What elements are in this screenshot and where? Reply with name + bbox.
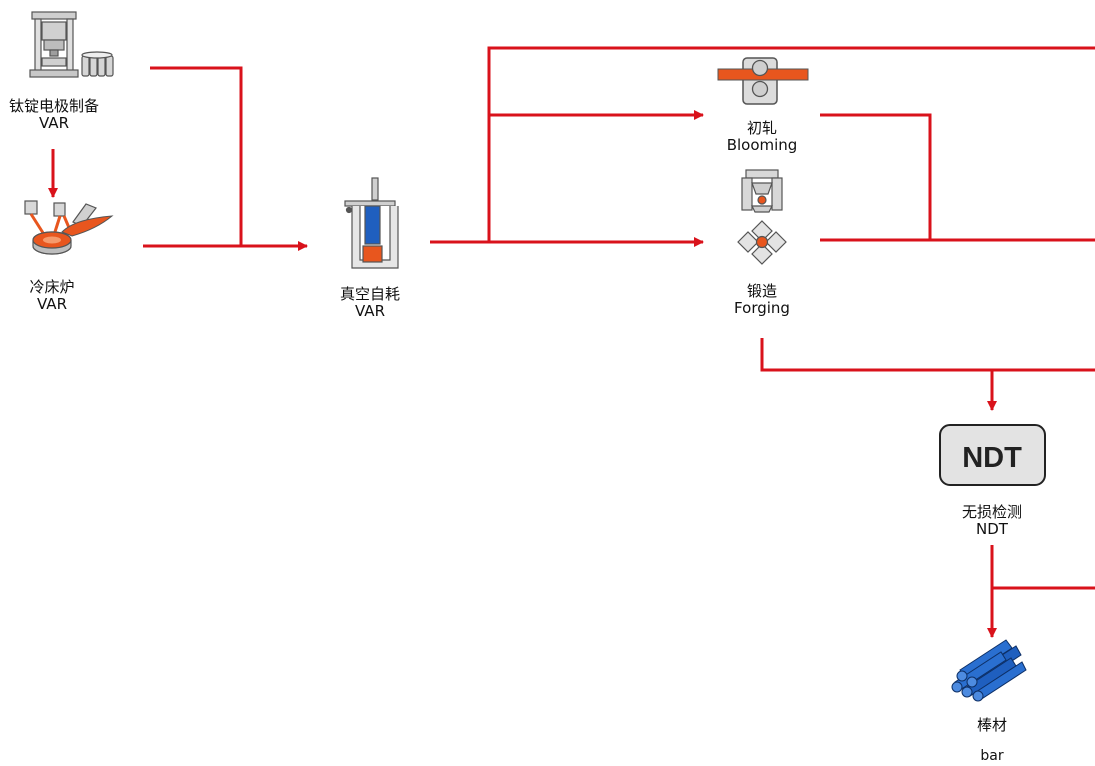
label-electrode-zh: 钛锭电极制备 xyxy=(8,97,99,115)
label-electrode-preparation: 钛锭电极制备 VAR xyxy=(4,98,104,132)
flow-line-main-trunk xyxy=(487,46,1095,242)
flow-line-electrode-bracket xyxy=(150,66,243,246)
ndt-box-label: NDT xyxy=(962,442,1022,474)
vacuum-arc-furnace-icon xyxy=(344,177,399,269)
rolling-mill-icon xyxy=(717,57,809,105)
label-vacuum-arc: 真空自耗 VAR xyxy=(330,286,410,320)
label-bar-zh: 棒材 xyxy=(976,716,1007,734)
label-electrode-en: VAR xyxy=(39,114,69,132)
ndt-box-icon: NDT xyxy=(939,424,1046,486)
label-blooming-en: Blooming xyxy=(726,136,798,154)
electrode-billets-icon xyxy=(81,51,114,77)
label-var-zh: 真空自耗 xyxy=(339,285,400,303)
label-bar-en: bar xyxy=(980,748,1004,764)
label-blooming: 初轧 Blooming xyxy=(712,120,812,154)
label-bar: 棒材 bar xyxy=(942,716,1042,766)
label-var-en: VAR xyxy=(355,302,385,320)
label-cold-hearth-en: VAR xyxy=(37,295,67,313)
forging-press-icon xyxy=(737,169,787,265)
label-forging: 锻造 Forging xyxy=(712,283,812,317)
cold-hearth-furnace-icon xyxy=(24,200,114,255)
flow-lines xyxy=(48,46,1095,638)
label-forging-en: Forging xyxy=(734,299,790,317)
label-blooming-zh: 初轧 xyxy=(746,119,777,137)
label-cold-hearth-zh: 冷床炉 xyxy=(29,278,75,296)
label-ndt: 无损检测 NDT xyxy=(942,504,1042,538)
press-machine-icon xyxy=(29,11,114,78)
label-forging-zh: 锻造 xyxy=(746,282,777,300)
label-ndt-zh: 无损检测 xyxy=(961,503,1022,521)
flow-line-blooming-out xyxy=(820,113,932,240)
label-cold-hearth: 冷床炉 VAR xyxy=(14,279,90,313)
flow-line-forging-down xyxy=(760,338,1095,372)
bar-bundle-icon xyxy=(951,639,1027,702)
label-ndt-en: NDT xyxy=(976,520,1008,538)
